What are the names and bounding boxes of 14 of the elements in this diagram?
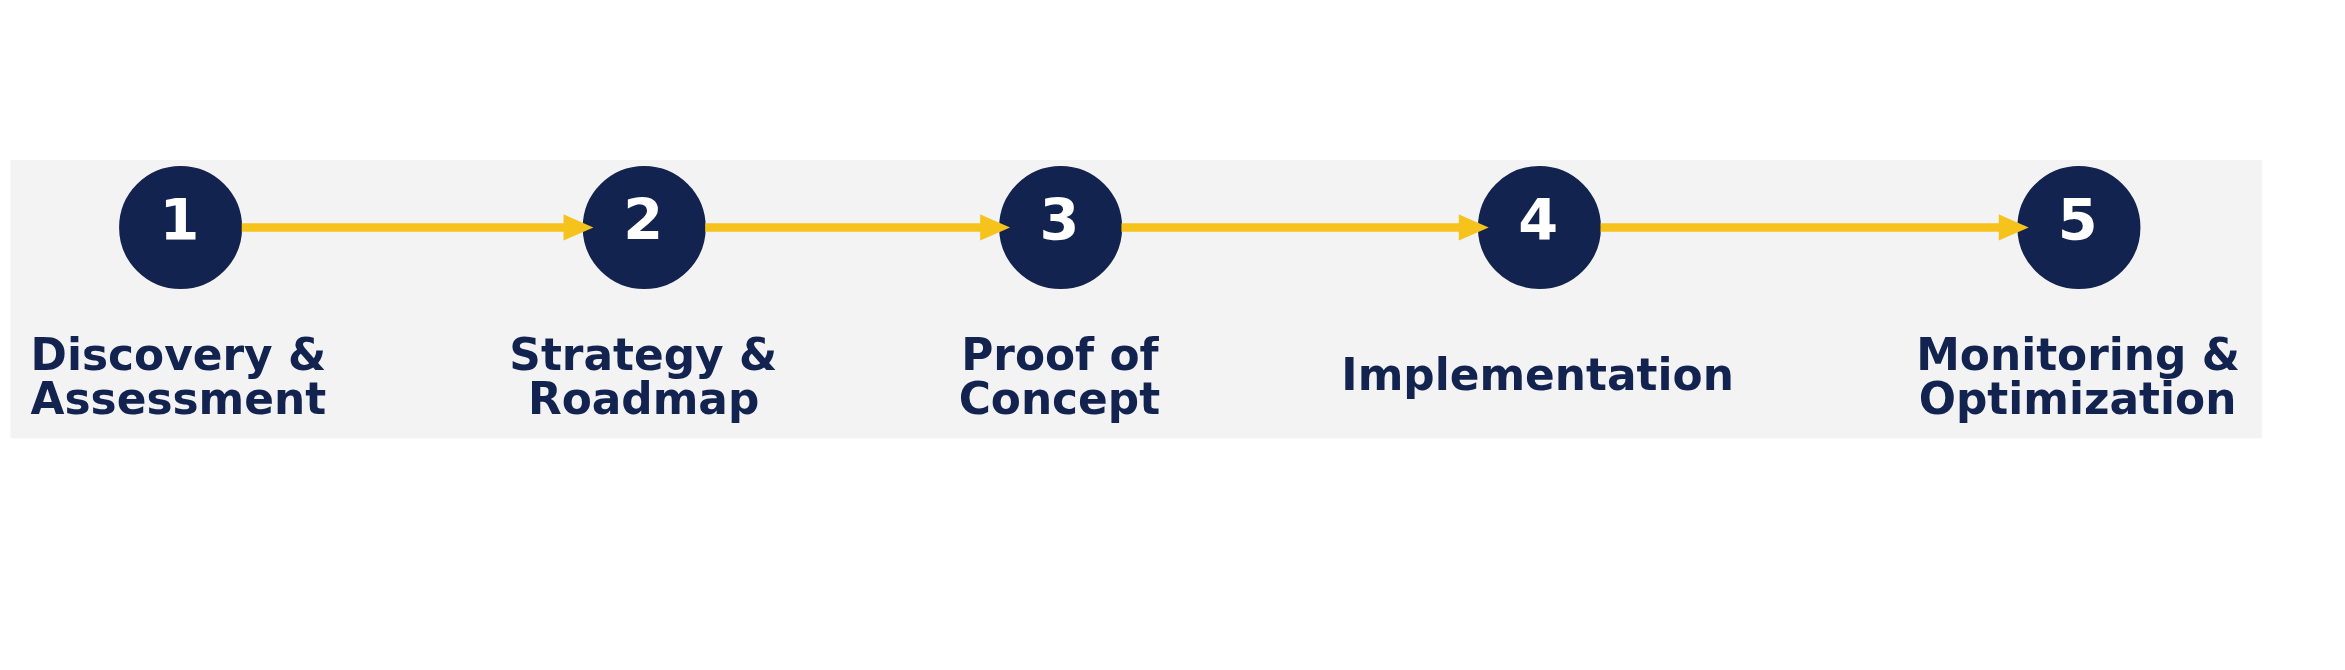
arrow (705, 213, 1011, 241)
node-circle: 1 (119, 165, 243, 289)
node-label: Implementation (1341, 348, 1734, 400)
node-circle: 3 (999, 165, 1123, 289)
node-label: Monitoring & Optimization (1916, 328, 2240, 424)
node-circle: 4 (1477, 165, 1601, 289)
arrow (241, 213, 594, 241)
arrow (1600, 213, 2029, 241)
node-circle: 5 (2017, 165, 2141, 289)
node-label: Proof of Concept (958, 328, 1161, 424)
node-circle: 2 (582, 165, 706, 289)
node-label: Strategy & Roadmap (509, 328, 778, 424)
node-label: Discovery & Assessment (30, 328, 327, 424)
arrow (1121, 213, 1489, 241)
